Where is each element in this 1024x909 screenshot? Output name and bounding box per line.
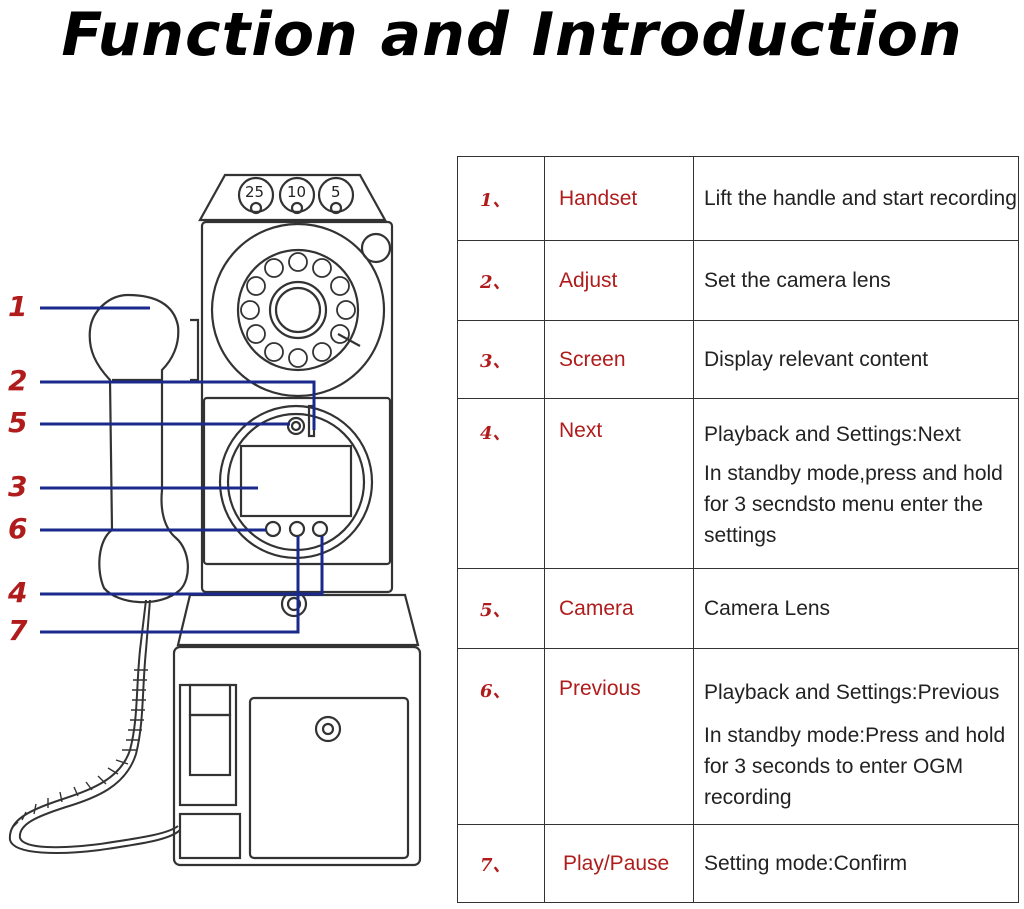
table-row: 6、 Previous Playback and Settings:Previo…: [457, 648, 1019, 825]
row-name: Next: [544, 398, 694, 569]
coin-slot-5: 5: [331, 183, 341, 201]
callout-7: 7: [8, 614, 28, 647]
row-description: Camera Lens: [693, 568, 1019, 649]
description-line: recording: [704, 786, 792, 809]
row-name: Play/Pause: [544, 824, 694, 903]
row-number: 5、: [457, 568, 545, 649]
row-description: Setting mode:Confirm: [693, 824, 1019, 903]
description-line: Setting mode:Confirm: [704, 852, 908, 875]
callout-4: 4: [8, 576, 28, 609]
function-table: 1、 Handset Lift the handle and start rec…: [457, 156, 1019, 903]
table-row: 7、 Play/Pause Setting mode:Confirm: [457, 824, 1019, 903]
description-line: Camera Lens: [704, 597, 831, 620]
row-name: Camera: [544, 568, 694, 649]
table-row: 5、 Camera Camera Lens: [457, 568, 1019, 649]
row-description: Set the camera lens: [693, 240, 1019, 321]
row-number: 4、: [457, 398, 545, 569]
row-number: 2、: [457, 240, 545, 321]
row-number: 6、: [457, 648, 545, 825]
description-line: settings: [704, 524, 777, 547]
row-description: Playback and Settings:Previous In standb…: [693, 648, 1019, 825]
row-name: Screen: [544, 320, 694, 399]
row-number: 1、: [457, 156, 545, 241]
table-row: 1、 Handset Lift the handle and start rec…: [457, 156, 1019, 241]
callout-6: 6: [8, 512, 28, 545]
description-line: for 3 secndsto menu enter the: [704, 493, 983, 516]
description-line: Playback and Settings:Previous: [704, 681, 1000, 704]
row-description: Lift the handle and start recording: [693, 156, 1019, 241]
row-description: Display relevant content: [693, 320, 1019, 399]
row-name: Handset: [544, 156, 694, 241]
row-number: 7、: [457, 824, 545, 903]
description-line: In standby mode:Press and hold: [704, 724, 1006, 747]
table-row: 2、 Adjust Set the camera lens: [457, 240, 1019, 321]
row-number: 3、: [457, 320, 545, 399]
callout-3: 3: [8, 470, 28, 503]
description-line: In standby mode,press and hold: [704, 462, 1003, 485]
coin-slot-10: 10: [287, 183, 307, 201]
description-line: for 3 seconds to enter OGM: [704, 755, 964, 778]
coin-slot-25: 25: [245, 183, 265, 201]
callout-5: 5: [8, 406, 28, 439]
description-line: Set the camera lens: [704, 269, 891, 292]
row-name: Previous: [544, 648, 694, 825]
row-name: Adjust: [544, 240, 694, 321]
description-line: Lift the handle and start recording: [704, 187, 1017, 210]
table-row: 3、 Screen Display relevant content: [457, 320, 1019, 399]
description-line: Display relevant content: [704, 348, 929, 371]
description-line: Playback and Settings:Next: [704, 423, 961, 446]
callout-2: 2: [8, 364, 28, 397]
payphone-illustration: [8, 173, 422, 867]
row-description: Playback and Settings:Next In standby mo…: [693, 398, 1019, 569]
table-row: 4、 Next Playback and Settings:Next In st…: [457, 398, 1019, 569]
callout-1: 1: [8, 290, 28, 323]
page-title: Function and Introduction: [61, 0, 963, 70]
